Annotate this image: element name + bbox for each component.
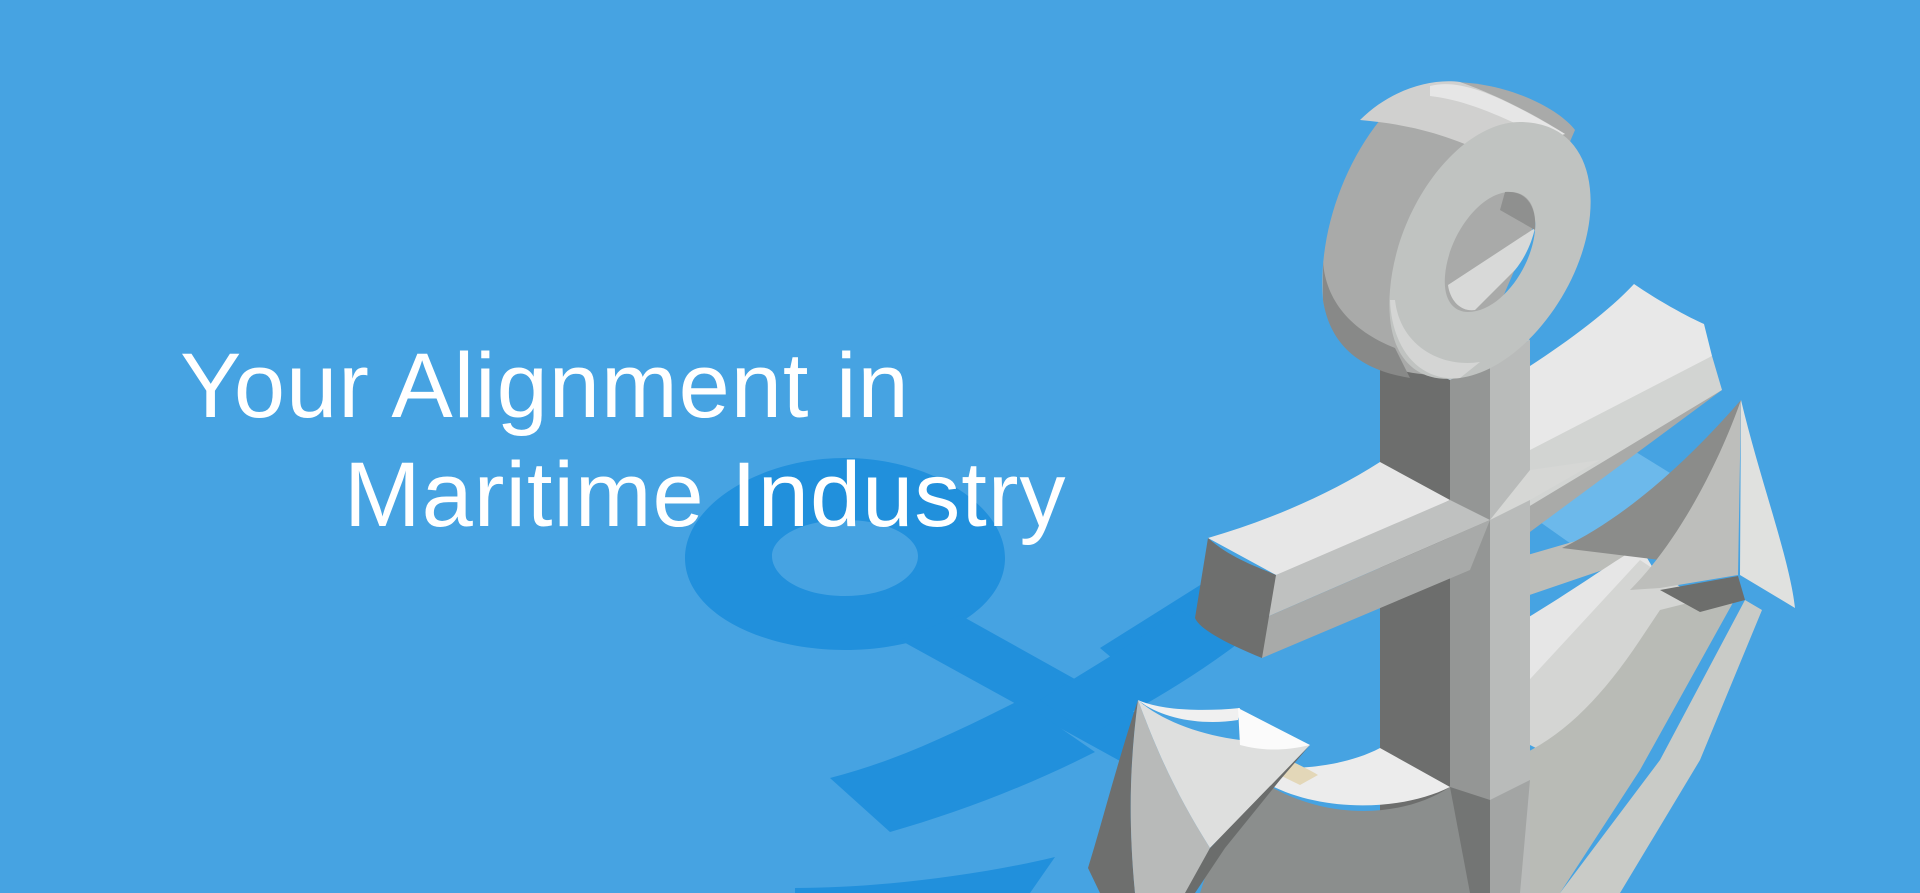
anchor-ring — [1322, 81, 1591, 379]
anchor-crown — [1200, 748, 1530, 893]
anchor-fluke-left — [1088, 700, 1310, 893]
anchor-stock-right — [1490, 284, 1722, 560]
anchor-stock-left — [1195, 460, 1600, 658]
anchor-arm-right — [1490, 400, 1795, 893]
